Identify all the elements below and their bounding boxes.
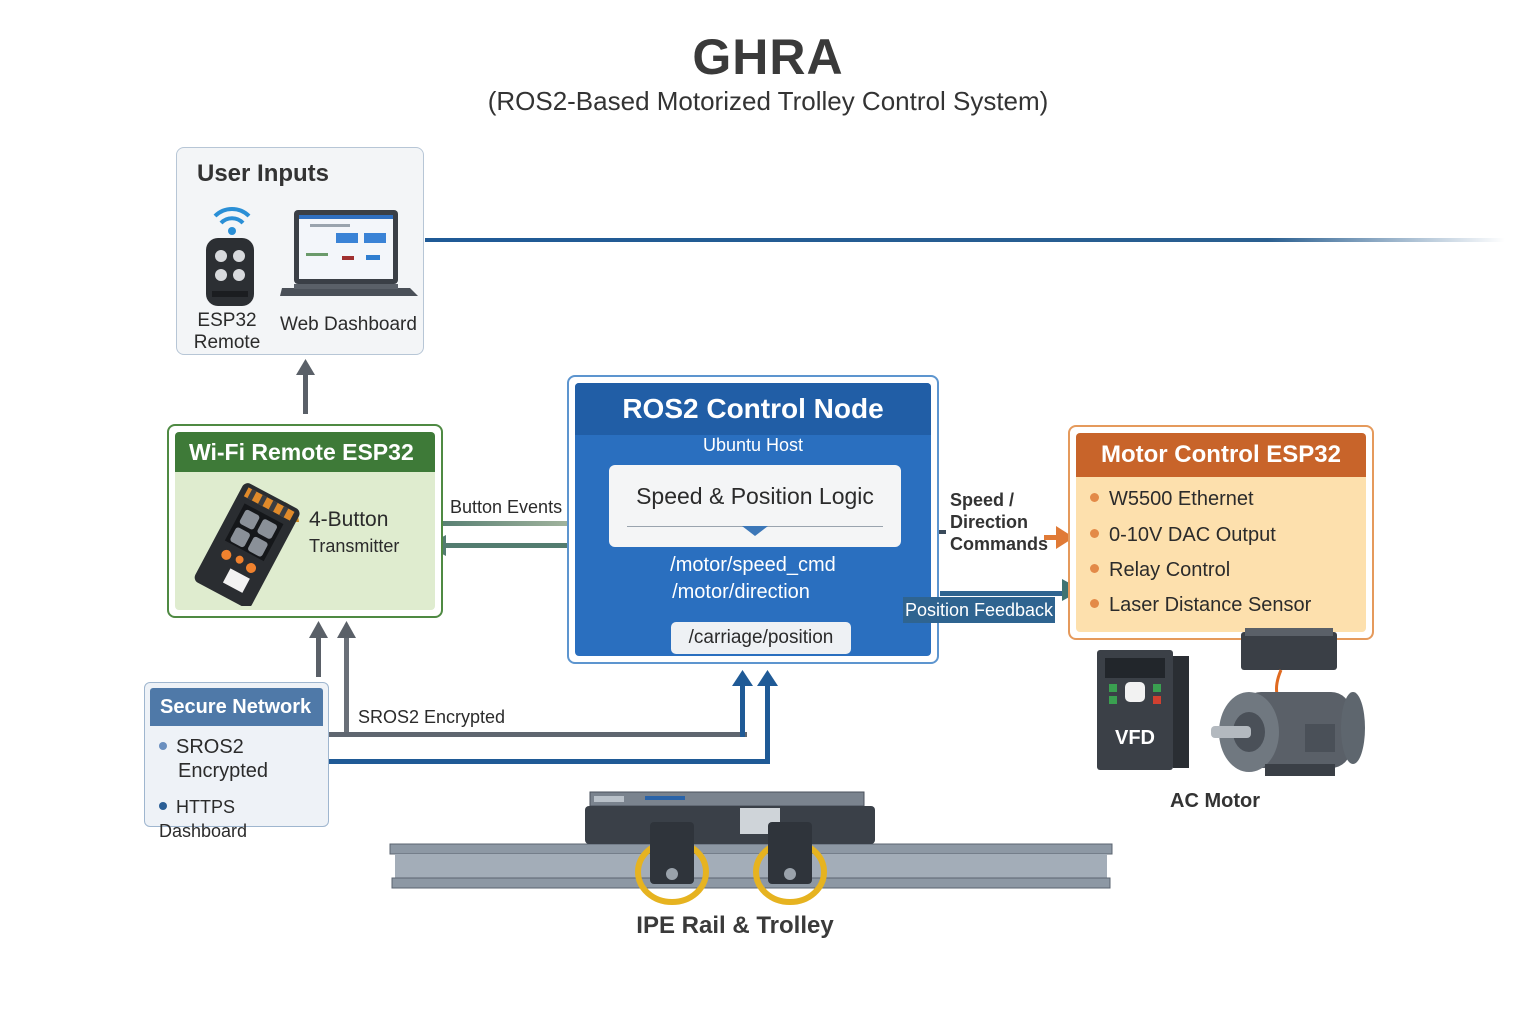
wireless-remote-icon: [206, 206, 254, 306]
arrow-secure-to-wifi-1: [309, 621, 328, 677]
diagram-title: GHRA: [692, 29, 844, 85]
motor-feature-text: 0-10V DAC Output: [1109, 524, 1276, 546]
secure-feature-item: HTTPS Dashboard: [159, 795, 328, 843]
position-feedback-label: Position Feedback: [903, 597, 1055, 623]
vfd-label: VFD: [1115, 727, 1155, 749]
arrow-sros2-to-wifi: [337, 621, 356, 735]
wifi-remote-esp32-block: Wi-Fi Remote ESP32 4-Button Transmitter: [167, 424, 443, 618]
motor-feature-item: Laser Distance Sensor: [1090, 594, 1311, 617]
secure-feature-text: SROS2: [176, 736, 244, 758]
ac-motor-label: AC Motor: [1170, 790, 1260, 812]
ros2-node-title: ROS2 Control Node: [575, 383, 931, 435]
secure-feature-text: HTTPS Dashboard: [159, 797, 248, 841]
topic-direction: /motor/direction: [672, 581, 810, 603]
bullet-icon: [1090, 564, 1099, 574]
motor-feature-text: Laser Distance Sensor: [1109, 594, 1312, 616]
arrow-wifi-to-user-inputs: [296, 359, 315, 414]
arrow-ros-to-wifi: [426, 535, 578, 556]
ipe-rail-trolley-label: IPE Rail & Trolley: [636, 912, 834, 939]
web-dashboard-label: Web Dashboard: [280, 314, 417, 335]
secure-feature-item: SROS2 Encrypted: [159, 735, 268, 783]
speed-direction-line1: Speed /: [950, 490, 1015, 510]
motor-feature-text: W5500 Ethernet: [1109, 488, 1254, 510]
wifi-remote-desc-line1: 4-Button: [309, 508, 389, 531]
esp32-remote-label-line1: ESP32: [197, 310, 257, 331]
motor-control-esp32-block: Motor Control ESP32 W5500 Ethernet 0-10V…: [1068, 425, 1374, 640]
esp32-board-icon: [194, 483, 300, 606]
topic-speed-cmd: /motor/speed_cmd: [670, 554, 836, 576]
sros2-encrypted-label: SROS2 Encrypted: [358, 707, 506, 727]
user-inputs-heading: User Inputs: [197, 160, 330, 187]
ros2-host-label: Ubuntu Host: [702, 435, 804, 455]
speed-direction-commands-label: Speed / Direction Commands: [950, 489, 1048, 555]
vfd-icon: VFD: [1097, 650, 1189, 770]
motor-feature-item: Relay Control: [1090, 559, 1230, 582]
wifi-remote-desc-line2: Transmitter: [309, 536, 400, 556]
motor-feature-item: W5500 Ethernet: [1090, 488, 1254, 511]
laptop-icon: [280, 210, 418, 296]
diagram-subtitle: (ROS2-Based Motorized Trolley Control Sy…: [487, 86, 1049, 116]
secure-feature-text-line2: Encrypted: [178, 760, 269, 782]
arrow-commands-to-motor: [1044, 526, 1074, 549]
motor-feature-item: 0-10V DAC Output: [1090, 524, 1276, 547]
trolley-icon: [585, 791, 875, 905]
user-inputs-panel: User Inputs ESP32 Remote Web Dashboard: [176, 147, 424, 355]
speed-direction-line3: Commands: [950, 534, 1049, 554]
ros2-control-node-block: ROS2 Control Node Ubuntu Host Speed & Po…: [567, 375, 939, 664]
bullet-icon: [1090, 493, 1099, 503]
motor-feature-text: Relay Control: [1109, 559, 1231, 581]
motor-control-body: [1076, 477, 1366, 632]
bullet-icon: [1090, 599, 1099, 609]
speed-position-logic-label: Speed & Position Logic: [636, 483, 874, 509]
vfd-and-motor-icon: VFD: [1097, 628, 1365, 776]
bullet-icon: [159, 741, 167, 750]
bullet-icon: [1090, 529, 1099, 539]
speed-direction-line2: Direction: [950, 512, 1029, 532]
secure-network-title: Secure Network: [150, 688, 323, 726]
button-events-label: Button Events: [450, 497, 563, 517]
esp32-remote-label-line2: Remote: [193, 332, 261, 353]
secure-network-block: Secure Network SROS2 Encrypted HTTPS Das…: [144, 682, 329, 841]
user-inputs-bus-line: [425, 238, 1505, 242]
wifi-remote-title: Wi-Fi Remote ESP32: [175, 432, 435, 472]
speed-position-logic-block: Speed & Position Logic: [609, 465, 901, 547]
logic-down-caret-icon: [742, 526, 768, 536]
ipe-rail-icon: [389, 843, 1113, 889]
motor-control-title: Motor Control ESP32: [1076, 433, 1366, 477]
esp32-remote-label: ESP32 Remote: [191, 310, 263, 354]
laser-sensor-icon: [1241, 628, 1337, 695]
topic-carriage-position: /carriage/position: [671, 622, 851, 654]
bullet-icon: [159, 802, 167, 811]
ac-motor-icon: [1211, 692, 1365, 776]
